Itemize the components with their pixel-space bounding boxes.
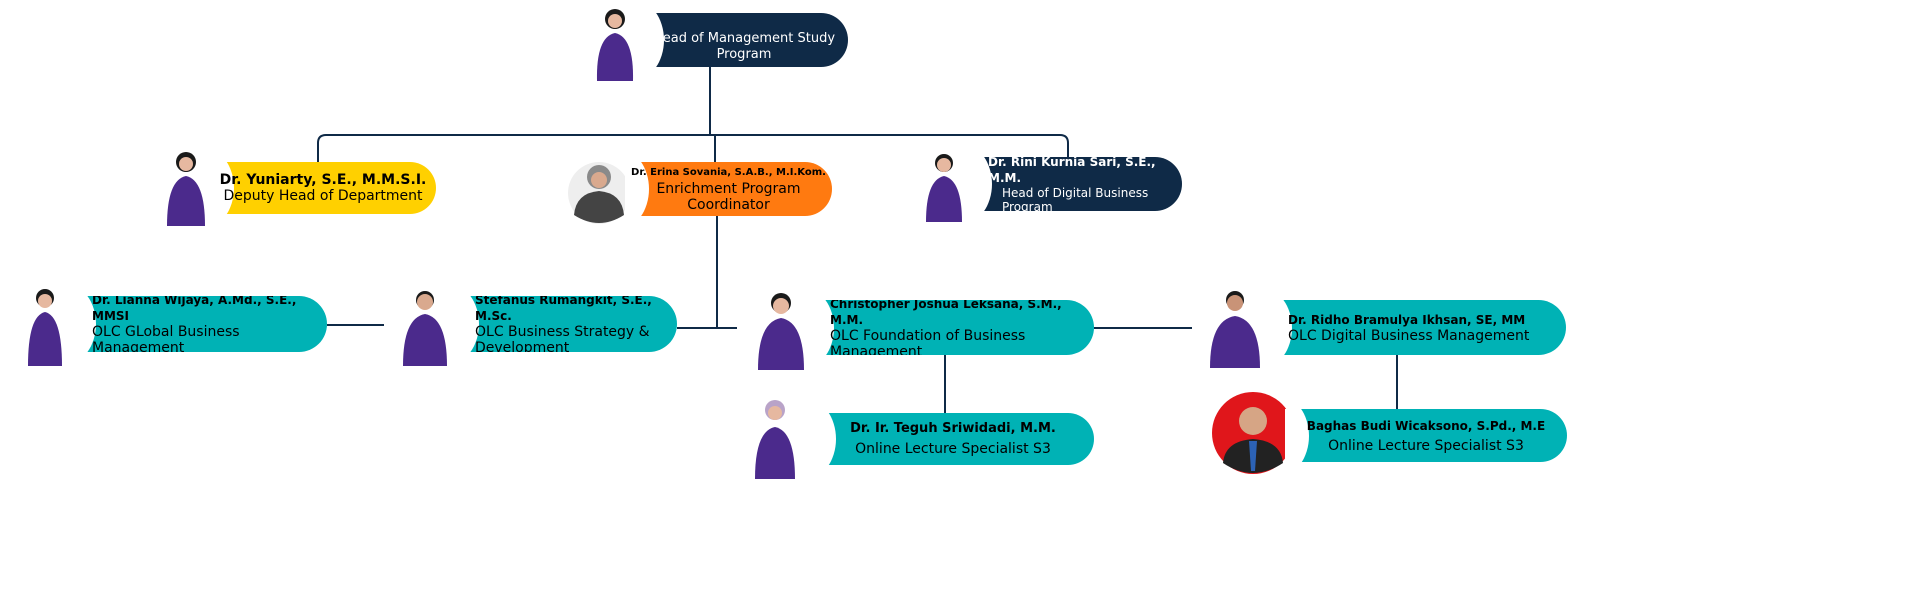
foundation-photo — [758, 293, 804, 370]
digitalolc-photo — [1210, 291, 1260, 368]
baghas-photo — [1212, 392, 1294, 474]
node-strategy-name: Stefanus Rumangkit, S.E., M.Sc. — [475, 296, 652, 323]
node-digital: Dr. Rini Kurnia Sari, S.E., M.M. Head of… — [968, 157, 1182, 211]
node-baghas: Baghas Budi Wicaksono, S.Pd., M.E Online… — [1285, 409, 1567, 462]
node-foundation-role: OLC Foundation of Business Management — [830, 327, 1026, 356]
node-global-name: Dr. Lianna Wijaya, A.Md., S.E., MMSI — [92, 296, 297, 323]
global-photo — [28, 289, 62, 366]
node-baghas-role: Online Lecture Specialist S3 — [1328, 437, 1524, 454]
node-digital-name: Dr. Rini Kurnia Sari, S.E., M.M. — [988, 157, 1156, 185]
node-digital-role: Head of Digital Business Program — [1002, 186, 1149, 211]
node-teguh-name: Dr. Ir. Teguh Sriwidadi, M.M. — [850, 421, 1056, 436]
node-global: Dr. Lianna Wijaya, A.Md., S.E., MMSI OLC… — [72, 296, 327, 352]
node-teguh: Dr. Ir. Teguh Sriwidadi, M.M. Online Lec… — [812, 413, 1094, 465]
digital-photo — [926, 154, 962, 222]
node-enrichment: Dr. Erina Sovania, S.A.B., M.I.Kom. Enri… — [625, 162, 832, 216]
deputy-photo — [167, 152, 205, 226]
node-deputy: Dr. Yuniarty, S.E., M.M.S.I. Deputy Head… — [210, 162, 436, 214]
teguh-photo — [755, 400, 795, 479]
enrichment-photo — [568, 162, 630, 224]
node-head: Head of Management Study Program — [640, 13, 848, 67]
node-deputy-name: Dr. Yuniarty, S.E., M.M.S.I. — [219, 172, 427, 188]
node-digitalolc: Dr. Ridho Bramulya Ikhsan, SE, MM OLC Di… — [1268, 300, 1566, 355]
node-enrichment-name: Dr. Erina Sovania, S.A.B., M.I.Kom. — [631, 167, 826, 178]
node-global-role: OLC GLobal Business Management — [92, 324, 240, 352]
node-foundation-name: Christopher Joshua Leksana, S.M., M.M. — [830, 300, 1062, 327]
node-foundation: Christopher Joshua Leksana, S.M., M.M. O… — [810, 300, 1094, 355]
node-strategy: Stefanus Rumangkit, S.E., M.Sc. OLC Busi… — [455, 296, 677, 352]
node-digitalolc-name: Dr. Ridho Bramulya Ikhsan, SE, MM — [1288, 312, 1526, 327]
node-head-role: Head of Management Study Program — [652, 31, 836, 62]
node-baghas-name: Baghas Budi Wicaksono, S.Pd., M.E — [1306, 418, 1546, 433]
node-teguh-role: Online Lecture Specialist S3 — [855, 441, 1051, 457]
head-photo — [596, 9, 634, 81]
line-level1-bar — [317, 134, 1069, 162]
node-deputy-role: Deputy Head of Department — [223, 188, 423, 204]
node-strategy-role: OLC Business Strategy & Development — [475, 324, 650, 352]
node-digitalolc-role: OLC Digital Business Management — [1288, 327, 1530, 344]
strategy-photo — [403, 291, 447, 366]
node-enrichment-role: Enrichment Program Coordinator — [656, 181, 801, 213]
